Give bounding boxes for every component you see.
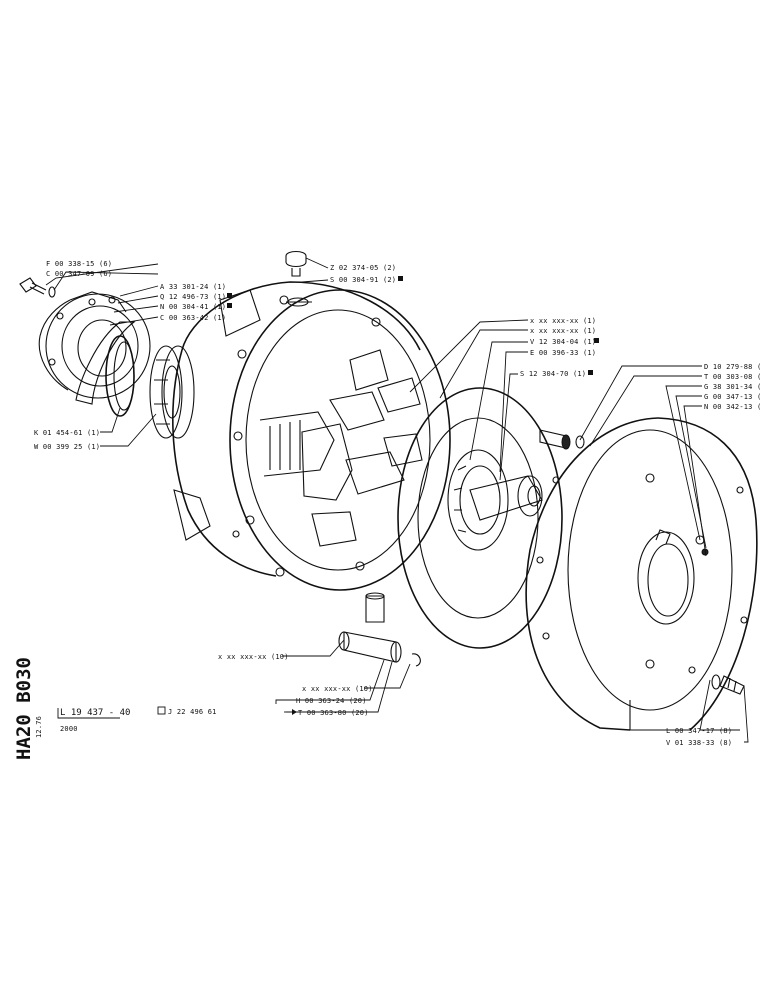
cap-plug-z xyxy=(285,250,307,277)
roller-bearing xyxy=(447,449,509,551)
end-cover xyxy=(38,291,151,399)
callout-h-00363-24: H 00 363-24 (20) xyxy=(296,697,367,705)
callout-w-00399-25: W 00 399 25 (1) xyxy=(34,443,100,451)
callout-z-02374-05: Z 02 374-05 (2) xyxy=(330,264,396,272)
callout-s-00304-91: S 00 304-91 (2) xyxy=(330,276,396,284)
marker-square xyxy=(594,338,599,343)
callout-x-b: x xx xxx-xx (1) xyxy=(530,327,596,335)
callout-n-00342-13: N 00 342-13 ( xyxy=(704,403,761,411)
model-number: 2000 xyxy=(60,725,78,733)
marker-square xyxy=(398,276,403,281)
callout-c-00347-09: C 00 347-09 (6) xyxy=(46,270,112,278)
side-small: 12.76 xyxy=(35,716,43,738)
pin-sleeve xyxy=(338,592,421,667)
callout-l-00347-17: L 00 347-17 (8) xyxy=(666,727,732,735)
title-block: HA20 B030 12.76 L 19 437 - 40 J 22 496 6… xyxy=(13,657,217,760)
leader-lines xyxy=(45,257,749,743)
callout-f-00338-15: F 00 338-15 (6) xyxy=(46,260,112,268)
seal-ring-k xyxy=(105,335,135,417)
callout-x-10b: x xx xxx-xx (10) xyxy=(302,685,373,693)
friction-disc xyxy=(397,387,563,649)
callout-s-12304-70: S 12 304-70 (1) xyxy=(520,370,586,378)
marker-square xyxy=(227,293,232,298)
marker-square xyxy=(227,303,232,308)
marker-square xyxy=(588,370,593,375)
bearing-w xyxy=(149,345,195,439)
bolt-f xyxy=(19,277,47,295)
callout-k-01454-61: K 01 454-61 (1) xyxy=(34,429,100,437)
ref-secondary: J 22 496 61 xyxy=(168,708,217,716)
callout-d-10279-88: D 10 279-88 ( xyxy=(704,363,761,371)
callout-c-00363-42: C 00 363-42 (1) xyxy=(160,314,226,322)
ref-box-icon xyxy=(157,706,166,715)
rotor-hub xyxy=(259,349,423,547)
callout-g-38301-34: G 38 301-34 ( xyxy=(704,383,761,391)
callout-v-01338-33: V 01 338-33 (8) xyxy=(666,739,732,747)
callout-n-00304-41: N 00 304-41 (1) xyxy=(160,303,226,311)
main-housing xyxy=(172,281,451,591)
callout-q-12496-73: Q 12 496-73 (1) xyxy=(160,293,226,301)
callout-v-12304-04: V 12 304-04 (1) xyxy=(530,338,596,346)
callout-t-00363-80: T 00 363-80 (20) xyxy=(298,709,369,717)
callout-x-10: x xx xxx-xx (10) xyxy=(218,653,289,661)
callout-texts: F 00 338-15 (6) C 00 347-09 (6) A 33 301… xyxy=(34,260,761,747)
plug-s xyxy=(539,429,585,450)
callout-a-33301-24: A 33 301-24 (1) xyxy=(160,283,226,291)
callout-x-a: x xx xxx-xx (1) xyxy=(530,317,596,325)
shim-plate xyxy=(75,321,136,405)
callout-e-00396-33: E 00 396-33 (1) xyxy=(530,349,596,357)
bolt-v-right xyxy=(711,674,745,695)
callout-t-00303-08: T 00 303-08 ( xyxy=(704,373,761,381)
ref-main: L 19 437 - 40 xyxy=(60,708,130,718)
side-code: HA20 B030 xyxy=(13,657,35,760)
shaft-v xyxy=(469,475,543,521)
end-plate xyxy=(525,417,758,731)
callout-g-00347-13: G 00 347-13 ( xyxy=(704,393,761,401)
washer-c xyxy=(48,286,56,298)
